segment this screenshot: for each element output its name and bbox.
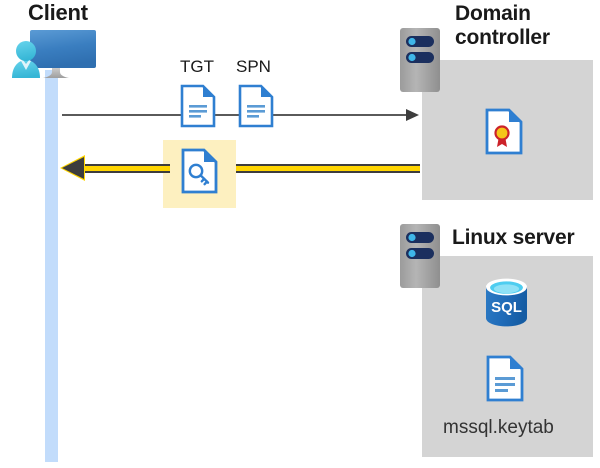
client-lifeline-bar <box>45 70 58 462</box>
linux-server-rack-icon <box>399 223 441 289</box>
client-workstation-user-icon <box>8 28 100 80</box>
response-connector-line-left <box>80 164 170 173</box>
domain-controller-title-line2: controller <box>455 25 550 49</box>
tgt-label: TGT <box>180 57 214 76</box>
keytab-file-label: mssql.keytab <box>443 417 554 438</box>
domain-controller-title-line1: Domain <box>455 2 531 25</box>
spn-document-icon <box>238 84 274 128</box>
client-title: Client <box>28 0 88 25</box>
request-arrowhead-icon <box>406 109 419 121</box>
tgt-document-icon <box>180 84 216 128</box>
response-arrowhead-icon <box>62 157 84 179</box>
certificate-document-icon <box>485 108 523 155</box>
sql-database-label: SQL <box>491 299 522 316</box>
linux-server-title: Linux server <box>452 226 575 249</box>
domain-controller-title: Domain controller <box>455 2 595 49</box>
keytab-document-icon <box>486 355 524 402</box>
sql-database-icon: SQL <box>483 277 530 328</box>
domain-controller-server-rack-icon <box>399 27 441 93</box>
service-ticket-key-document-icon <box>181 148 218 194</box>
response-connector-line-right <box>228 164 420 173</box>
spn-label: SPN <box>236 57 271 76</box>
request-connector-line <box>62 114 412 116</box>
